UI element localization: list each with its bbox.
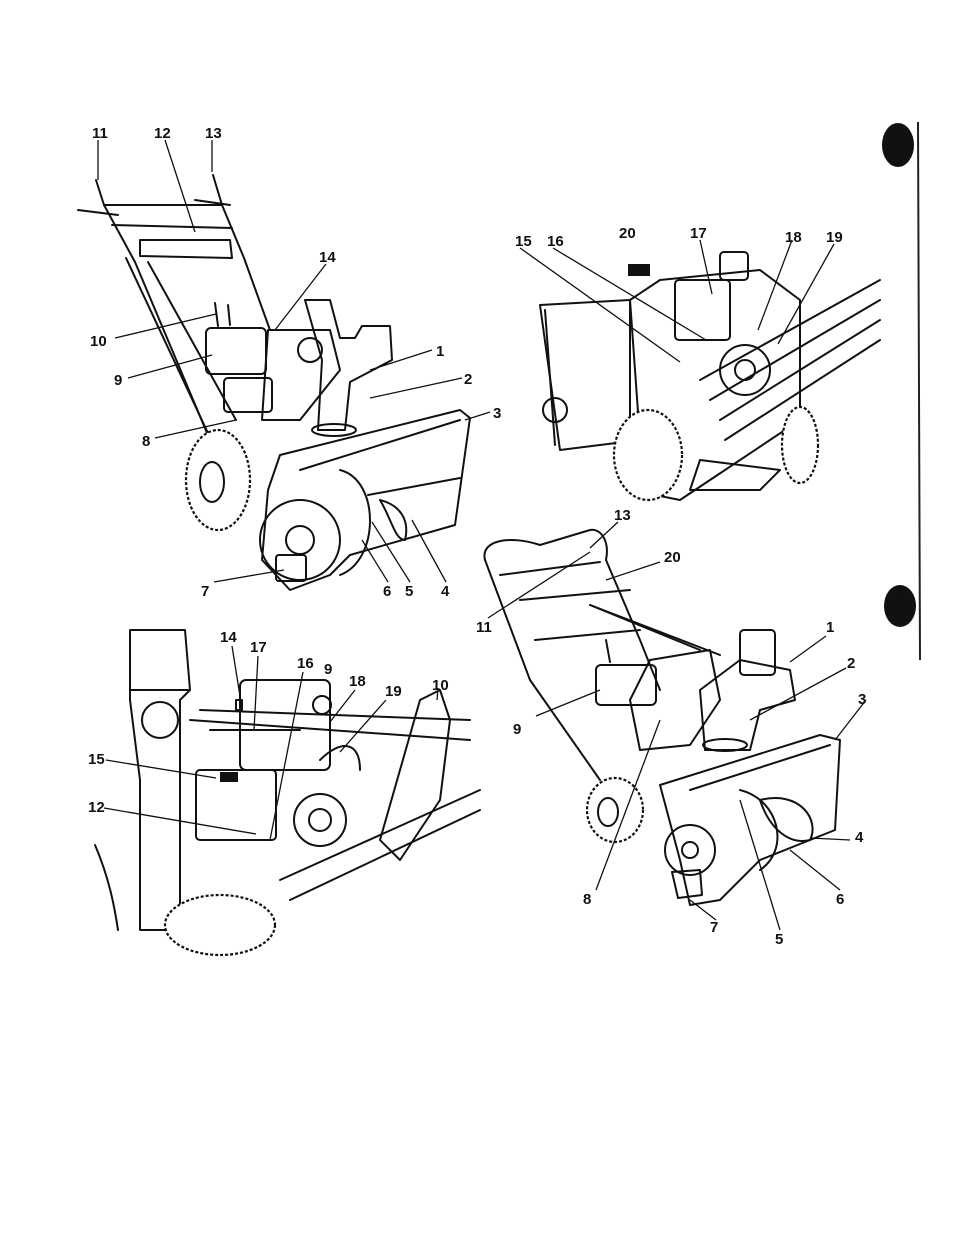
- callout-5: 5: [405, 583, 413, 600]
- callout-5: 5: [775, 931, 783, 948]
- callout-13: 13: [614, 507, 631, 524]
- callout-16: 16: [547, 233, 564, 250]
- callout-6: 6: [836, 891, 844, 908]
- callout-11: 11: [92, 125, 108, 142]
- callout-18: 18: [349, 673, 366, 690]
- panel-top-right: 20 16 15 17 18 19: [515, 225, 880, 500]
- callout-2: 2: [847, 655, 855, 672]
- panel-bottom-left: 14 17 16 9 18 19 10 15 12: [88, 629, 480, 955]
- callout-1: 1: [826, 619, 834, 636]
- callout-10: 10: [90, 333, 107, 350]
- callout-3: 3: [493, 405, 501, 422]
- binder-hole-top: [882, 123, 914, 167]
- callout-7: 7: [710, 919, 718, 936]
- panel-top-left: 11 12 13 14 1 10 9 2 3 8 7 6 5 4: [78, 125, 501, 600]
- callout-20: 20: [664, 549, 681, 566]
- callout-10: 10: [432, 677, 449, 694]
- callout-8: 8: [142, 433, 150, 450]
- margin-marks: [882, 122, 920, 660]
- callout-14: 14: [319, 249, 336, 266]
- callout-17: 17: [690, 225, 707, 242]
- callout-3: 3: [858, 691, 866, 708]
- callout-9: 9: [513, 721, 521, 738]
- callout-20: 20: [619, 225, 636, 242]
- callout-17: 17: [250, 639, 267, 656]
- callout-12: 12: [88, 799, 105, 816]
- callout-9: 9: [114, 372, 122, 389]
- margin-edge-line: [918, 122, 920, 660]
- callout-2: 2: [464, 371, 472, 388]
- callout-15: 15: [515, 233, 532, 250]
- callout-4: 4: [441, 583, 450, 600]
- callout-6: 6: [383, 583, 391, 600]
- panel-bottom-right: 13 20 11 1 2 3 9 4 8 6 7 5: [476, 507, 866, 948]
- callout-1: 1: [436, 343, 444, 360]
- callout-11: 11: [476, 619, 492, 636]
- callout-8: 8: [583, 891, 591, 908]
- callout-7: 7: [201, 583, 209, 600]
- callout-4: 4: [855, 829, 864, 846]
- binder-hole-middle: [884, 585, 916, 627]
- callout-12: 12: [154, 125, 171, 142]
- callout-16: 16: [297, 655, 314, 672]
- callout-9: 9: [324, 661, 332, 678]
- callout-19: 19: [385, 683, 402, 700]
- callout-14: 14: [220, 629, 237, 646]
- callout-18: 18: [785, 229, 802, 246]
- callout-15: 15: [88, 751, 105, 768]
- callout-13: 13: [205, 125, 222, 142]
- callout-19: 19: [826, 229, 843, 246]
